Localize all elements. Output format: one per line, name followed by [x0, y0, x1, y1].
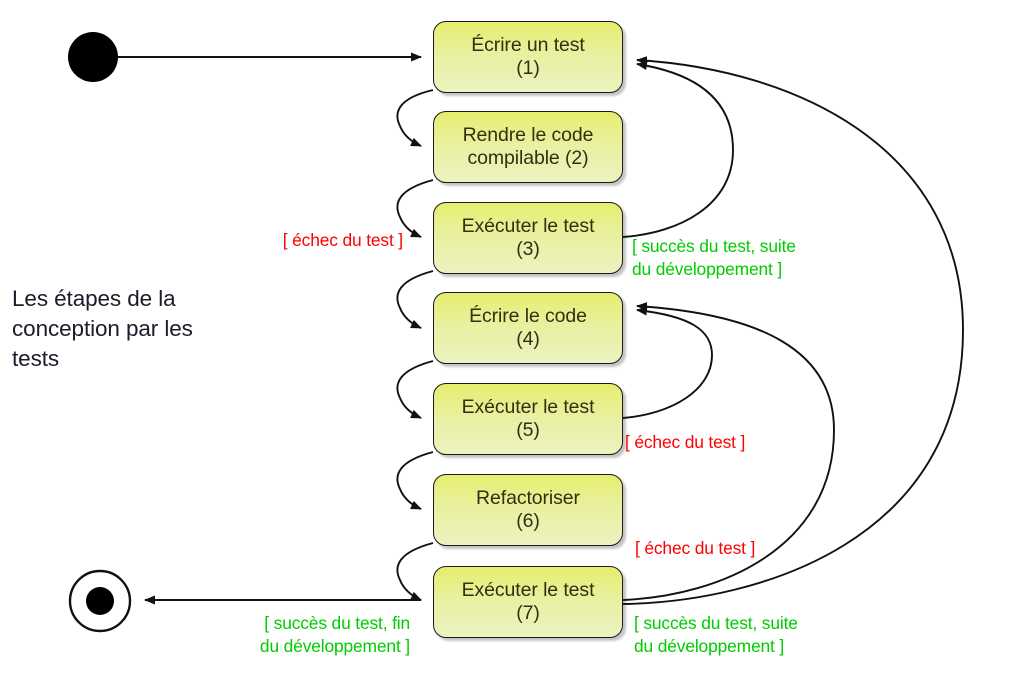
guard-line-1: [ succès du test, suite — [632, 236, 796, 256]
edge-state5-to-state4 — [622, 306, 713, 419]
guard-line-1: [ succès du test, suite — [634, 613, 798, 633]
guard-line-1: [ succès du test, fin — [264, 613, 410, 633]
state-label-line1: Rendre le code — [462, 124, 594, 147]
guard-line-1: [ échec du test ] — [625, 432, 746, 452]
state-executer-le-test-3[interactable]: Exécuter le test (3) — [433, 202, 623, 274]
state-executer-le-test-5[interactable]: Exécuter le test (5) — [433, 383, 623, 455]
state-label-line1: Exécuter le test — [461, 579, 595, 602]
state-refactoriser[interactable]: Refactoriser (6) — [433, 474, 623, 546]
state-label-line2: (5) — [516, 419, 540, 441]
edge-state3-to-state1 — [622, 61, 734, 238]
guard-line-2: du développement ] — [634, 636, 785, 657]
state-label-line2: (3) — [516, 238, 540, 260]
diagram-title: Les étapes de la conception par les test… — [12, 284, 193, 374]
edge-state1-to-state2 — [396, 89, 434, 147]
guard-succes-du-test-suite-7: [ succès du test, suite du développement… — [634, 612, 798, 658]
guard-echec-du-test-3: [ échec du test ] — [233, 229, 403, 252]
state-ecrire-un-test[interactable]: Écrire un test (1) — [433, 21, 623, 93]
state-label-line2: (1) — [516, 57, 540, 79]
edge-state3-to-state4 — [396, 270, 434, 329]
edge-state4-to-state5 — [396, 360, 434, 419]
state-label-line1: Écrire un test — [471, 34, 585, 57]
state-ecrire-le-code[interactable]: Écrire le code (4) — [433, 292, 623, 364]
guard-echec-du-test-7: [ échec du test ] — [635, 537, 755, 560]
edge-state7-to-state1 — [622, 56, 964, 605]
final-state-node — [68, 569, 132, 633]
state-label-line2: (4) — [516, 328, 540, 350]
edge-state7-to-state4 — [622, 302, 835, 601]
guard-line-2: du développement ] — [259, 636, 410, 657]
guard-succes-du-test-fin: [ succès du test, fin du développement ] — [165, 612, 410, 658]
state-label-line2: (6) — [516, 510, 540, 532]
edge-state5-to-state6 — [396, 451, 434, 510]
state-executer-le-test-7[interactable]: Exécuter le test (7) — [433, 566, 623, 638]
state-rendre-le-code-compilable[interactable]: Rendre le code compilable (2) — [433, 111, 623, 183]
guard-line-1: [ échec du test ] — [635, 538, 756, 558]
title-line-1: Les étapes de la — [12, 286, 176, 311]
initial-state-node — [68, 32, 118, 82]
state-label-line1: Refactoriser — [476, 487, 580, 510]
guard-line-2: du développement ] — [632, 259, 783, 280]
state-label-line2: (7) — [516, 602, 540, 624]
state-label-line1: Écrire le code — [469, 305, 587, 328]
state-label-line1: Exécuter le test — [461, 215, 595, 238]
state-label-line2: compilable (2) — [467, 147, 589, 169]
guard-succes-du-test-suite-3: [ succès du test, suite du développement… — [632, 235, 796, 281]
edge-state2-to-state3 — [396, 179, 434, 238]
title-line-3: tests — [12, 345, 60, 371]
title-line-2: conception par les — [12, 315, 193, 341]
state-label-line1: Exécuter le test — [461, 396, 595, 419]
edge-state6-to-state7 — [396, 542, 434, 601]
guard-line-1: [ échec du test ] — [282, 230, 403, 250]
guard-echec-du-test-5: [ échec du test ] — [625, 431, 745, 454]
